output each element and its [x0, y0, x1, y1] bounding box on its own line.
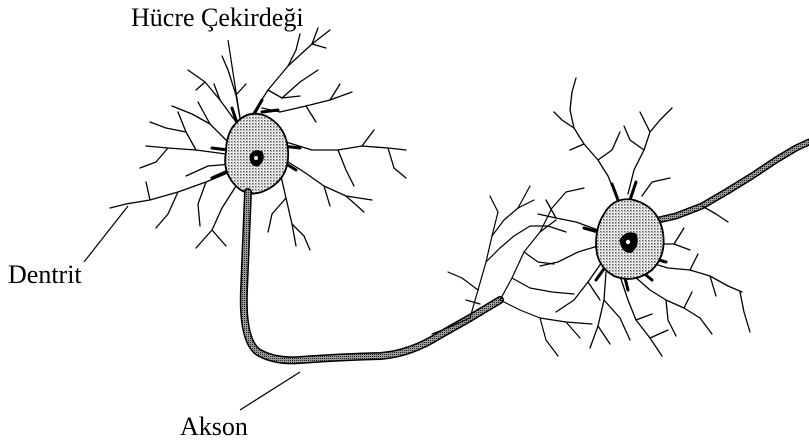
dendrite-label: Dentrit	[8, 262, 82, 288]
right-axon-branch	[702, 206, 728, 222]
axon	[244, 192, 500, 360]
dendrite-leader-line	[84, 206, 128, 262]
right-neuron	[538, 78, 809, 356]
nucleus-leader-line	[228, 40, 240, 118]
left-nucleolus	[254, 156, 258, 160]
nucleus-label: Hücre Çekirdeği	[131, 5, 304, 31]
left-neuron	[110, 28, 406, 250]
axon-label: Akson	[180, 414, 248, 440]
right-nucleolus	[626, 240, 630, 244]
right-neuron-axon-shading	[650, 142, 809, 222]
axon-leader-line	[240, 372, 300, 410]
